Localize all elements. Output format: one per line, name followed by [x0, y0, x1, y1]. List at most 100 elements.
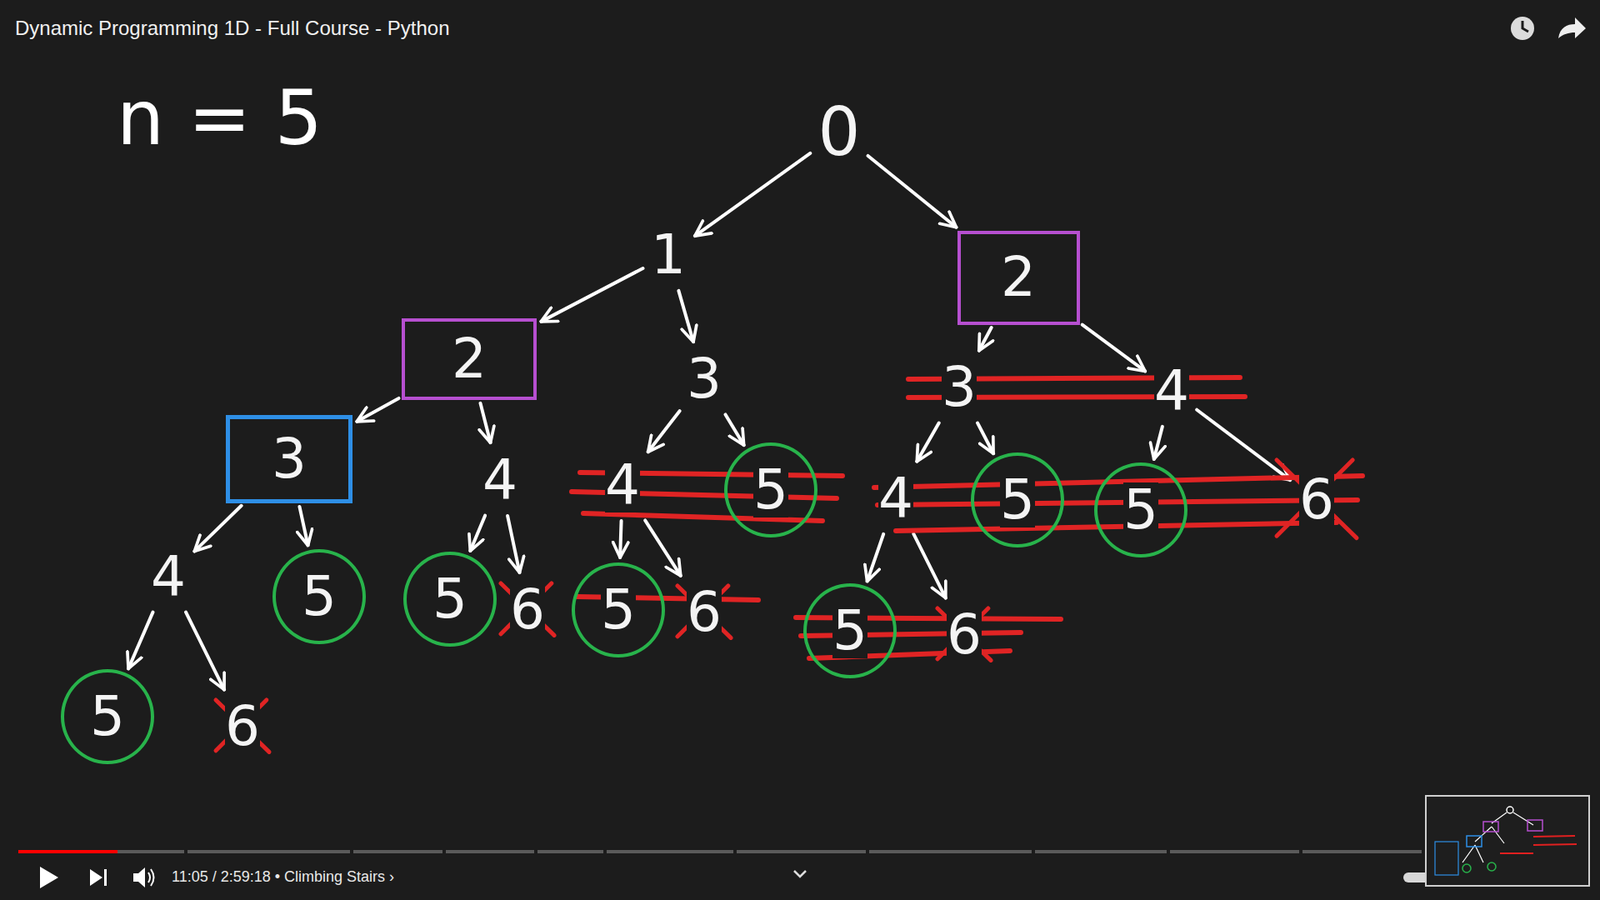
node-number: 5	[1000, 472, 1035, 528]
overshoot-number: 6	[505, 577, 550, 643]
player-time: 11:05 / 2:59:18 • Climbing Stairs ›	[171, 868, 395, 887]
step-number: 4	[145, 544, 191, 610]
node-number: 5	[753, 462, 789, 518]
progress-bar	[18, 850, 1422, 854]
progress-played	[18, 850, 118, 854]
share-icon	[1558, 17, 1586, 39]
thumb-circle	[1487, 862, 1496, 871]
tree-arrow	[979, 327, 992, 351]
thumb-box	[1435, 841, 1459, 875]
node-number: 2	[1000, 250, 1036, 305]
tree-arrow	[867, 534, 885, 582]
chevron-icon	[794, 870, 806, 877]
overshoot-number: 6	[220, 694, 265, 760]
thumb-circle	[1462, 864, 1471, 873]
goal-circle: 5	[970, 452, 1065, 548]
strike-line	[874, 475, 1363, 488]
node-number: 6	[225, 699, 260, 755]
node-number: 3	[941, 360, 977, 415]
repeated-subproblem-box: 2	[957, 230, 1080, 325]
step-number: 3	[936, 355, 982, 420]
progress-segment	[537, 850, 604, 854]
repeated-subproblem-box: 2	[401, 318, 537, 400]
goal-circle: 5	[724, 442, 818, 538]
next-icon	[90, 869, 103, 886]
clock-icon	[1510, 16, 1535, 40]
node-number: 5	[1123, 482, 1159, 538]
video-title: Dynamic Programming 1D - Full Course - P…	[15, 16, 450, 41]
play-icon	[40, 866, 59, 889]
goal-circle: 5	[272, 549, 366, 645]
volume-icon	[133, 867, 145, 888]
volume-waves	[148, 869, 155, 886]
node-number: 6	[946, 607, 982, 663]
thumb-box	[1483, 821, 1499, 832]
node-number: 4	[878, 470, 914, 526]
goal-circle: 5	[1094, 462, 1188, 558]
progress-segment	[187, 850, 350, 854]
thumb-node	[1506, 806, 1514, 814]
node-number: 4	[150, 549, 186, 605]
tree-arrow	[916, 422, 939, 461]
tree-arrow	[299, 506, 308, 546]
tree-arrow	[648, 410, 680, 452]
step-number: 4	[1149, 358, 1195, 424]
tree-arrow	[470, 515, 485, 551]
goal-circle: 5	[803, 583, 897, 679]
node-number: 1	[650, 227, 686, 283]
clock-hands	[1522, 20, 1529, 32]
tree-arrow	[1154, 426, 1163, 460]
step-number: 1	[645, 222, 691, 288]
tree-arrow	[1082, 325, 1145, 372]
step-number: 3	[681, 346, 727, 412]
strike-line	[895, 522, 1337, 531]
overshoot-number: 6	[681, 580, 727, 645]
tree-arrow	[695, 153, 810, 236]
thumbnail-preview	[1425, 795, 1590, 886]
next-icon-bar	[104, 869, 107, 886]
thumbnail-tree	[1435, 806, 1577, 875]
tree-arrow	[678, 290, 694, 342]
thumb-strikes	[1500, 835, 1577, 854]
node-number: 5	[600, 582, 636, 638]
step-number: 4	[873, 465, 919, 531]
step-number: 4	[477, 447, 523, 513]
thumb-edges	[1462, 812, 1534, 863]
node-number: 4	[482, 452, 518, 508]
tree-arrow	[356, 398, 399, 422]
node-number: 2	[451, 331, 487, 387]
node-number: 5	[90, 689, 125, 745]
problem-size: n = 5	[116, 73, 323, 164]
node-number: 4	[605, 457, 640, 513]
goal-circle: 5	[403, 551, 497, 647]
tree-arrow	[620, 520, 621, 558]
progress-segment	[353, 850, 443, 854]
node-number: 0	[818, 99, 861, 166]
progress-segment	[1302, 850, 1422, 854]
tree-arrow	[645, 520, 681, 576]
step-number: 0	[813, 94, 866, 171]
tree-arrow	[913, 534, 946, 599]
node-number: 6	[1299, 472, 1335, 528]
progress-segment	[606, 850, 734, 854]
progress-segment	[18, 850, 185, 854]
progress-segment	[1170, 850, 1300, 854]
goal-circle: 5	[60, 669, 155, 765]
node-number: 5	[301, 569, 337, 625]
node-number: 6	[510, 582, 545, 638]
node-number: 4	[1154, 363, 1190, 419]
tree-arrow	[540, 268, 643, 322]
overshoot-number: 6	[1294, 467, 1340, 533]
progress-segment	[1035, 850, 1167, 854]
progress-segment	[869, 850, 1032, 854]
node-number: 5	[832, 603, 868, 659]
progress-segment	[445, 850, 535, 854]
tree-arrow	[1196, 410, 1290, 480]
progress-segment	[736, 850, 866, 854]
tree-arrow	[725, 414, 745, 445]
subproblem-box: 3	[225, 415, 353, 504]
tree-arrow	[977, 423, 994, 455]
goal-circle: 5	[571, 562, 665, 658]
node-number: 6	[686, 585, 722, 640]
node-number: 5	[432, 571, 468, 627]
